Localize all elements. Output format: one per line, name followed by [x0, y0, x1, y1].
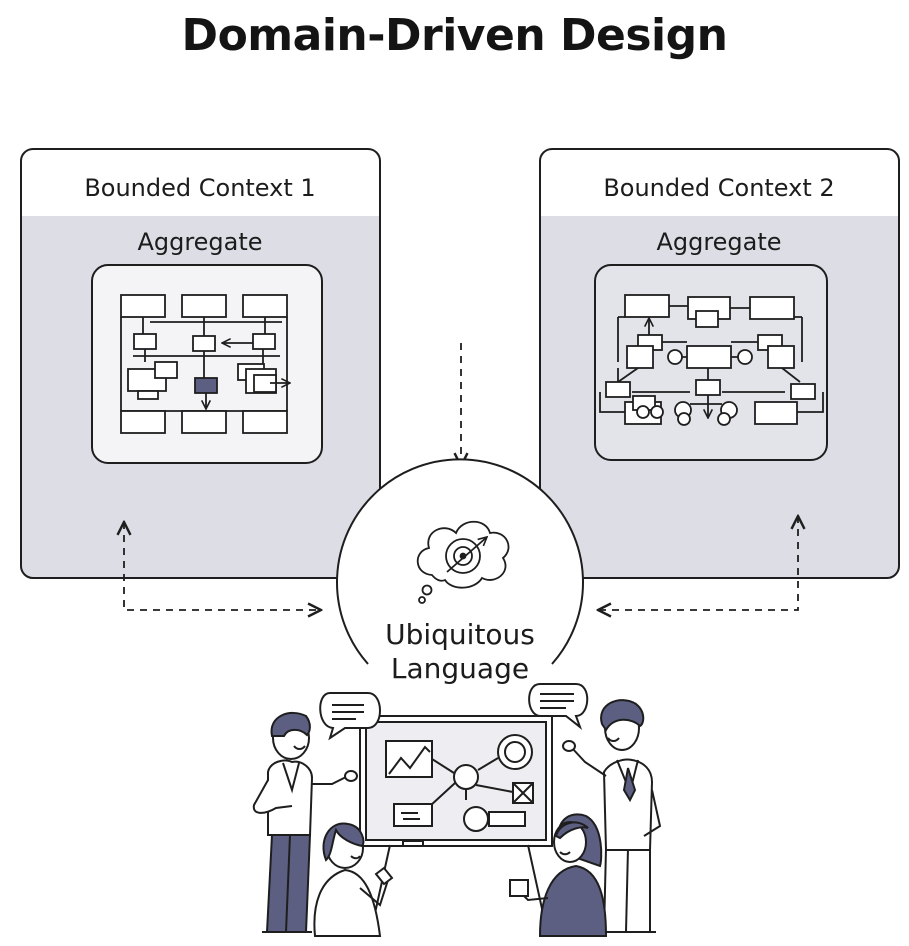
aggregate-diagram-2	[599, 294, 824, 426]
person-seated-right	[509, 813, 608, 937]
bounded-context-1-title: Bounded Context 1	[84, 174, 316, 202]
bounded-context-2-title: Bounded Context 2	[603, 174, 835, 202]
speech-bubbles	[319, 683, 589, 741]
aggregate-diagram-1	[120, 294, 290, 434]
ubiquitous-language-label-line2: Language	[390, 652, 530, 685]
thought-cloud-target-icon	[416, 520, 510, 604]
person-seated-left	[313, 822, 394, 937]
ubiquitous-language-label-line1: Ubiquitous	[385, 618, 535, 651]
aggregate-2-label: Aggregate	[656, 228, 782, 256]
connector-arrows	[124, 343, 798, 610]
person-standing-left	[252, 711, 358, 933]
bounded-context-1	[20, 148, 381, 579]
whiteboard	[359, 715, 553, 937]
person-standing-right	[562, 699, 662, 933]
aggregate-1-label: Aggregate	[137, 228, 263, 256]
page-title: Domain-Driven Design	[181, 10, 728, 61]
